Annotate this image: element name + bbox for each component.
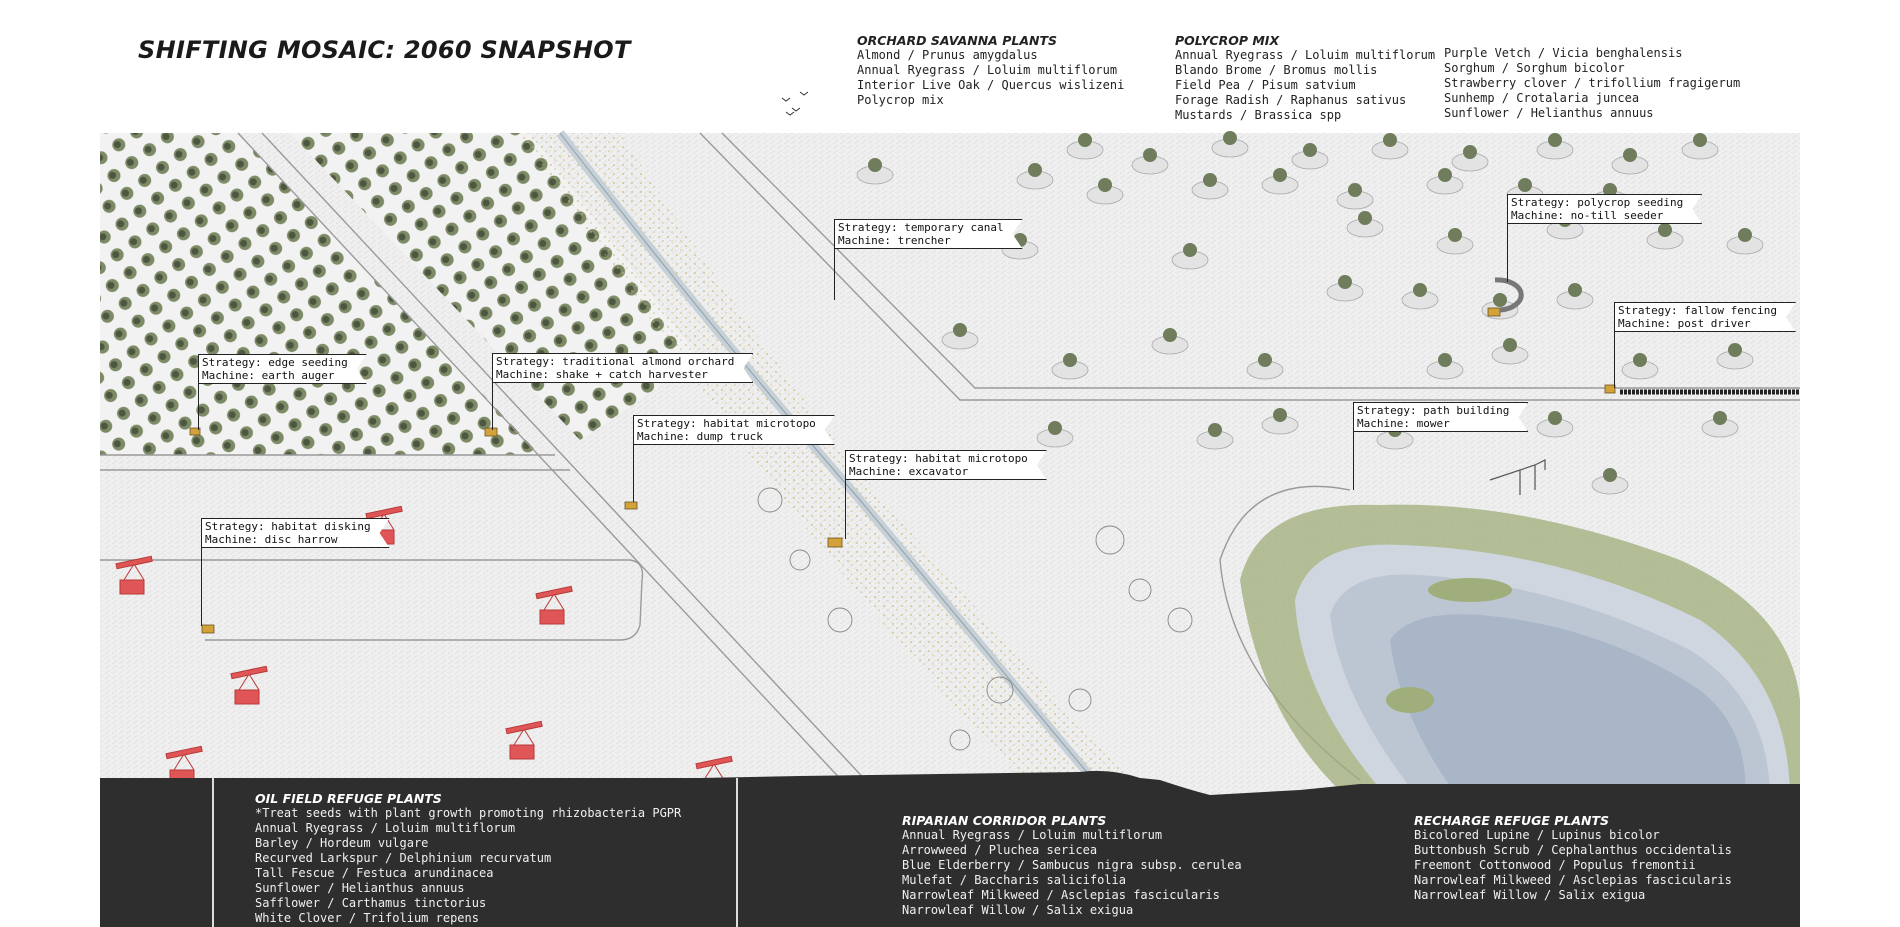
road-diagonal-1 <box>237 132 861 801</box>
callout-machine: Machine: trencher <box>838 234 951 247</box>
plant-item: Safflower / Carthamus tinctorius <box>255 896 487 910</box>
plant-item: Mustards / Brassica spp <box>1175 108 1342 122</box>
plant-item: Sunhemp / Crotalaria juncea <box>1444 91 1640 105</box>
pond-islet <box>1386 687 1434 713</box>
plant-item: Sunflower / Helianthus annuus <box>255 881 465 895</box>
plant-note: *Treat seeds with plant growth promoting… <box>255 806 682 820</box>
callout-strategy: Strategy: habitat microtopo <box>637 417 816 430</box>
plant-item: Sunflower / Helianthus annuus <box>1444 106 1654 120</box>
seeding-arc <box>1494 277 1524 313</box>
callout-strategy: Strategy: path building <box>1357 404 1510 417</box>
callout-leader <box>198 370 199 430</box>
plant-item: Barley / Hordeum vulgare <box>255 836 429 850</box>
callout-strategy: Strategy: traditional almond orchard <box>496 355 735 368</box>
orchard-savanna-legend: ORCHARD SAVANNA PLANTS Almond / Prunus a… <box>857 33 1124 108</box>
callout-polycrop-seeding: Strategy: polycrop seeding Machine: no-t… <box>1507 194 1702 224</box>
plant-item: Arrowweed / Pluchea sericea <box>902 843 1098 857</box>
callout-leader <box>834 244 835 300</box>
plant-item: Mulefat / Baccharis salicifolia <box>902 873 1126 887</box>
callout-machine: Machine: disc harrow <box>205 533 338 546</box>
plant-item: Field Pea / Pisum satvium <box>1175 78 1356 92</box>
recharge-refuge-legend: RECHARGE REFUGE PLANTS Bicolored Lupine … <box>1414 813 1732 903</box>
road-diagonal-2 <box>699 132 1800 401</box>
callout-leader <box>1507 220 1508 282</box>
savanna-trees <box>856 131 1764 495</box>
viewing-platform <box>1489 459 1546 495</box>
callout-machine: Machine: post driver <box>1618 317 1751 330</box>
callout-machine: Machine: no-till seeder <box>1511 209 1664 222</box>
plant-item: Annual Ryegrass / Loluim multiflorum <box>1175 48 1436 62</box>
road-diagonal-2-edge <box>721 132 1800 389</box>
plant-item: White Clover / Trifolium repens <box>255 911 479 925</box>
recharge-refuge-heading: RECHARGE REFUGE PLANTS <box>1414 813 1610 828</box>
plant-item: Forage Radish / Raphanus sativus <box>1175 93 1407 107</box>
oil-field-loop <box>100 559 644 641</box>
polycrop-mix-heading: POLYCROP MIX <box>1175 33 1280 48</box>
plant-item: Blue Elderberry / Sambucus nigra subsp. … <box>902 858 1242 872</box>
plant-item: Narrowleaf Milkweed / Asclepias fascicul… <box>1414 873 1732 887</box>
riparian-corridor-heading: RIPARIAN CORRIDOR PLANTS <box>902 813 1107 828</box>
plant-item: Annual Ryegrass / Loluim multiflorum <box>255 821 516 835</box>
callout-strategy: Strategy: temporary canal <box>838 221 1004 234</box>
pond-water <box>1390 614 1746 800</box>
plant-item: Buttonbush Scrub / Cephalanthus occident… <box>1414 843 1732 857</box>
callout-leader <box>1614 328 1615 388</box>
plant-item: Narrowleaf Milkweed / Asclepias fascicul… <box>902 888 1220 902</box>
oil-field-refuge-legend: OIL FIELD REFUGE PLANTS *Treat seeds wit… <box>255 791 681 926</box>
page-title: SHIFTING MOSAIC: 2060 SNAPSHOT <box>138 36 631 64</box>
machines <box>189 307 1616 634</box>
road-diagonal-1-edge <box>261 132 885 801</box>
canal-water-edge <box>559 132 1111 801</box>
section-ground-bar <box>100 770 1800 927</box>
plant-item: Narrowleaf Willow / Salix exigua <box>1414 888 1646 902</box>
plant-item: Tall Fescue / Festuca arundinacea <box>255 866 494 880</box>
riparian-corridor-legend: RIPARIAN CORRIDOR PLANTS Annual Ryegrass… <box>902 813 1242 918</box>
callout-leader <box>492 370 493 430</box>
plant-item: Sorghum / Sorghum bicolor <box>1444 61 1625 75</box>
plant-item: Blando Brome / Bromus mollis <box>1175 63 1378 77</box>
callout-path-building: Strategy: path building Machine: mower <box>1353 402 1528 432</box>
callout-strategy: Strategy: habitat microtopo <box>849 452 1028 465</box>
callout-strategy: Strategy: edge seeding <box>202 356 348 369</box>
oil-field-refuge-heading: OIL FIELD REFUGE PLANTS <box>255 791 442 806</box>
callout-machine: Machine: dump truck <box>637 430 763 443</box>
plant-item: Purple Vetch / Vicia benghalensis <box>1444 46 1683 60</box>
callout-leader <box>845 475 846 539</box>
callout-machine: Machine: earth auger <box>202 369 335 382</box>
birds <box>781 91 809 116</box>
plant-item: Almond / Prunus amygdalus <box>857 48 1038 62</box>
plant-item: Annual Ryegrass / Loluim multiflorum <box>857 63 1118 77</box>
road-horizontal-west <box>100 454 570 471</box>
plant-item: Annual Ryegrass / Loluim multiflorum <box>902 828 1163 842</box>
callout-leader <box>633 430 634 502</box>
callout-machine: Machine: mower <box>1357 417 1450 430</box>
callout-strategy: Strategy: polycrop seeding <box>1511 196 1684 209</box>
orchard-savanna-heading: ORCHARD SAVANNA PLANTS <box>857 33 1057 48</box>
plant-item: Interior Live Oak / Quercus wislizeni <box>857 78 1125 92</box>
callout-traditional-almond-orchard: Strategy: traditional almond orchard Mac… <box>492 353 753 383</box>
polycrop-mix-legend: POLYCROP MIX Annual Ryegrass / Loluim mu… <box>1175 33 1435 123</box>
polycrop-mix-legend-col2: Purple Vetch / Vicia benghalensis Sorghu… <box>1444 46 1740 121</box>
callout-strategy: Strategy: fallow fencing <box>1618 304 1777 317</box>
callout-leader <box>201 540 202 626</box>
callout-leader <box>1353 428 1354 490</box>
plant-item: Freemont Cottonwood / Populus fremontii <box>1414 858 1696 872</box>
plant-item: Narrowleaf Willow / Salix exigua <box>902 903 1134 917</box>
plant-item: Recurved Larkspur / Delphinium recurvatu… <box>255 851 552 865</box>
pond-island <box>1428 578 1512 602</box>
plant-item: Strawberry clover / trifollium fragigeru… <box>1444 76 1741 90</box>
callout-strategy: Strategy: habitat disking <box>205 520 371 533</box>
plant-item: Polycrop mix <box>857 93 944 107</box>
callout-fallow-fencing: Strategy: fallow fencing Machine: post d… <box>1614 302 1796 332</box>
riparian-shrubs <box>757 487 1193 751</box>
callout-habitat-disking: Strategy: habitat disking Machine: disc … <box>201 518 390 548</box>
callout-machine: Machine: excavator <box>849 465 969 478</box>
callout-habitat-microtopo-dump-truck: Strategy: habitat microtopo Machine: dum… <box>633 415 835 445</box>
callout-temporary-canal: Strategy: temporary canal Machine: trenc… <box>834 219 1023 249</box>
callout-habitat-microtopo-excavator: Strategy: habitat microtopo Machine: exc… <box>845 450 1047 480</box>
callout-machine: Machine: shake + catch harvester <box>496 368 708 381</box>
plant-item: Bicolored Lupine / Lupinus bicolor <box>1414 828 1660 842</box>
callout-edge-seeding: Strategy: edge seeding Machine: earth au… <box>198 354 367 384</box>
